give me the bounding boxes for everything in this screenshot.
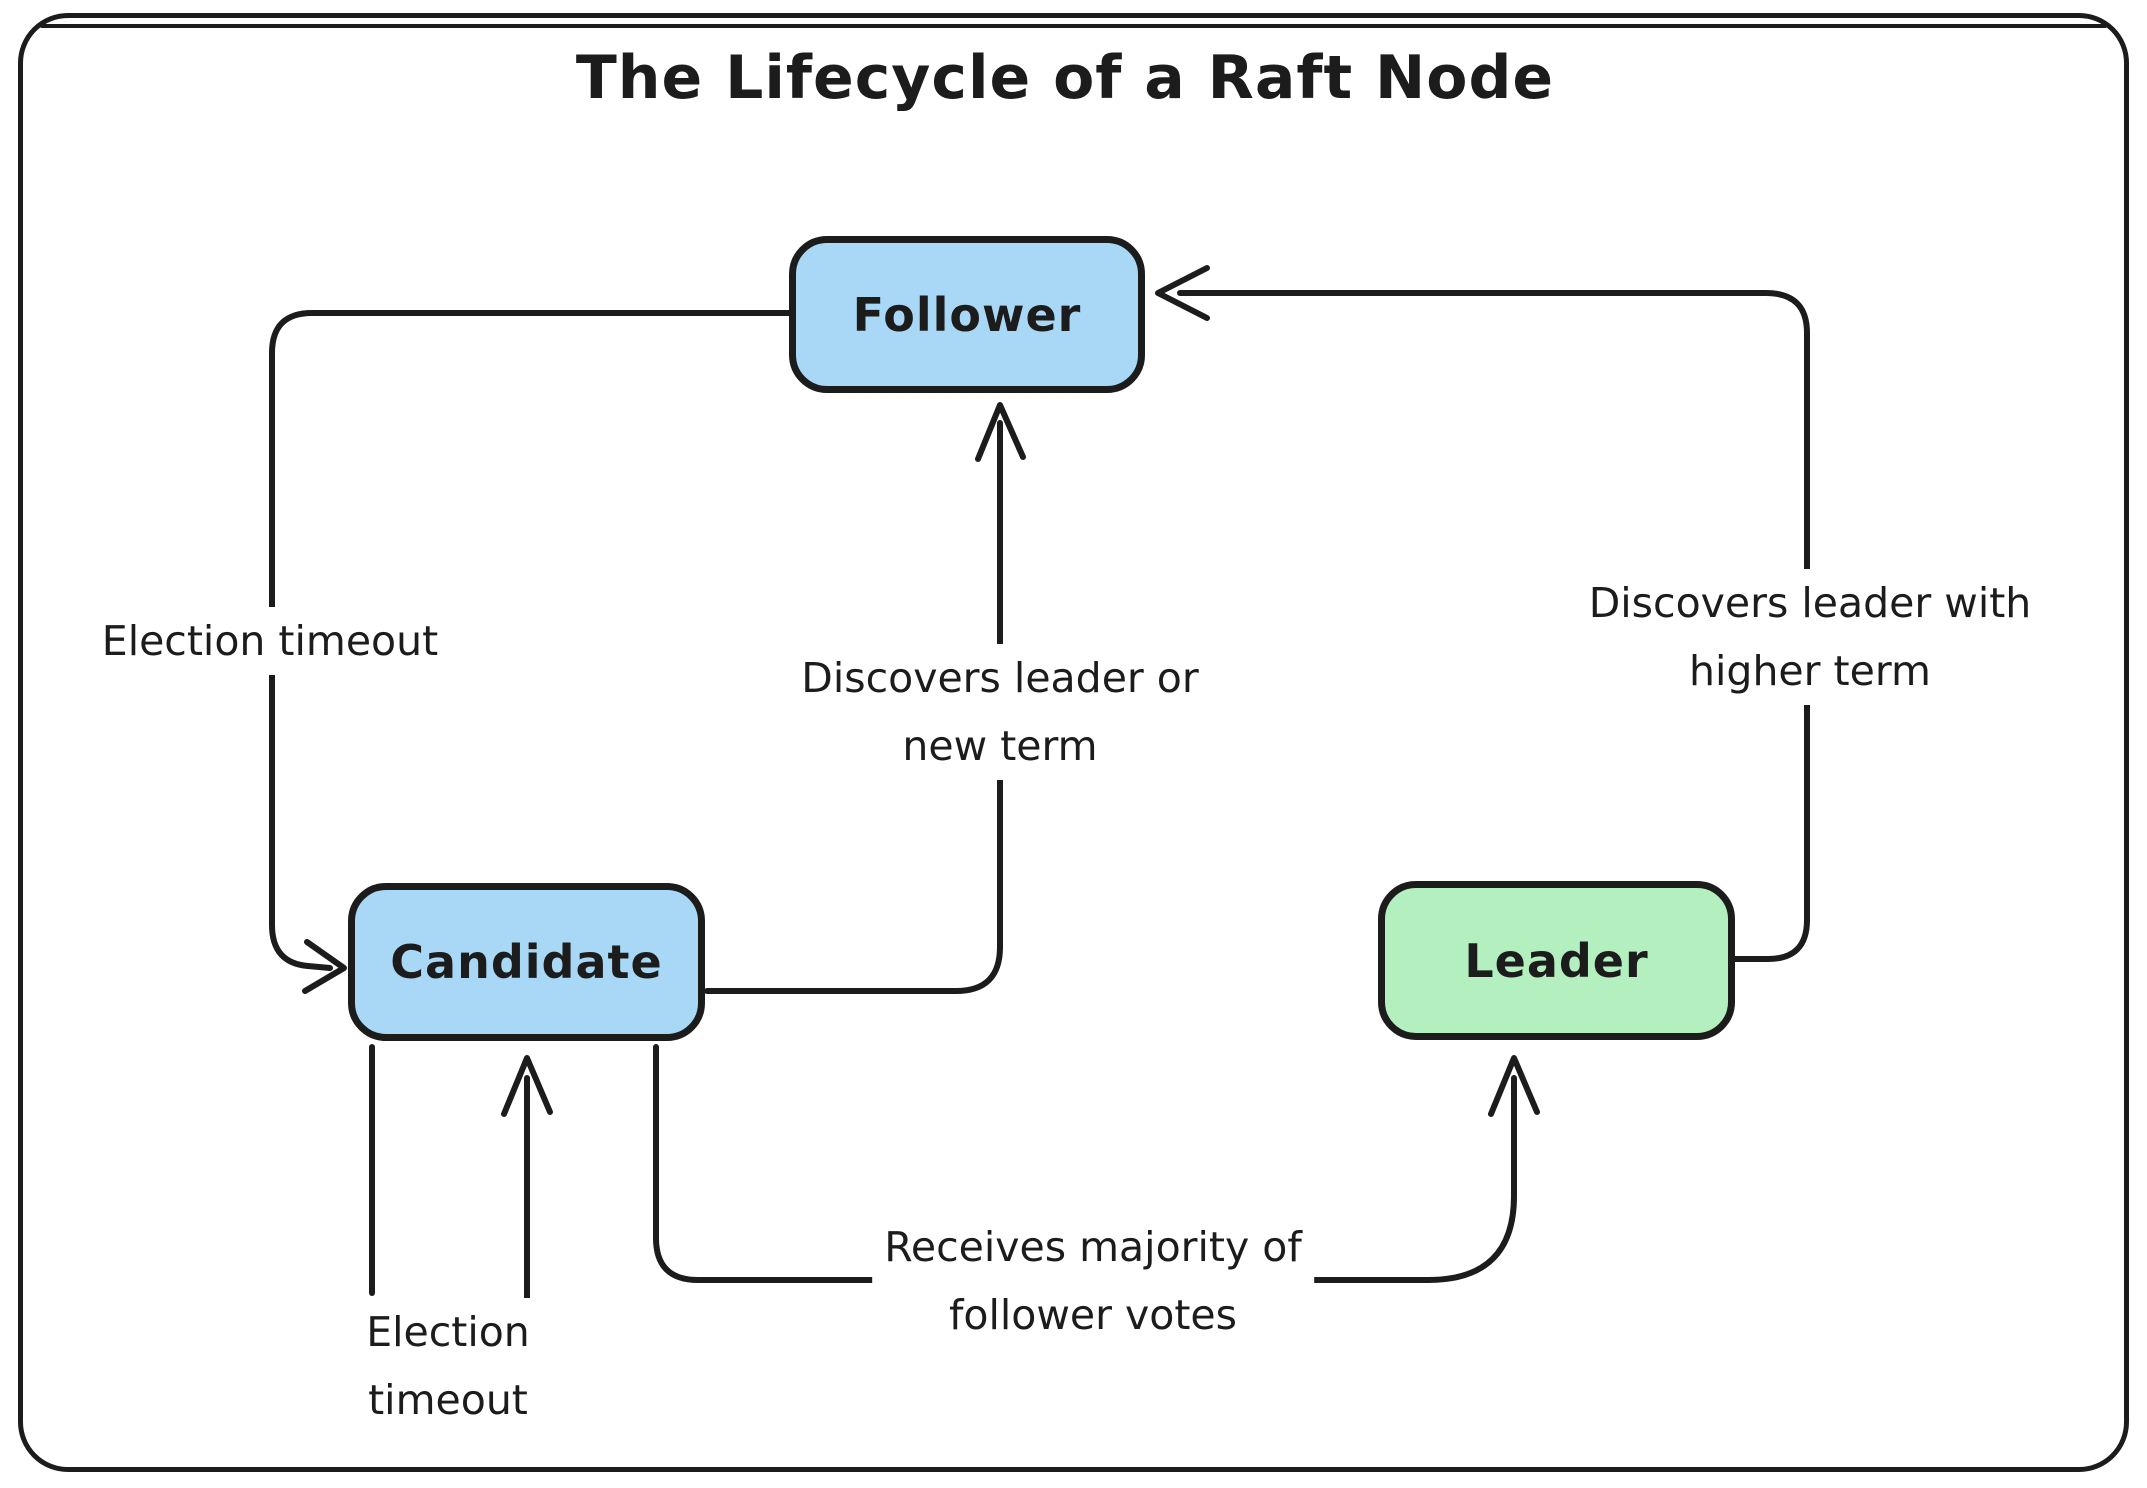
follower-label: Follower [852, 287, 1082, 342]
diagram-title: The Lifecycle of a Raft Node [575, 43, 1555, 113]
edge-label-line: Election timeout [101, 617, 439, 665]
state-node-follower: Follower [789, 236, 1145, 393]
arrowhead-into-follower-bottom [975, 402, 1026, 462]
arrowhead-into-follower-right [1155, 265, 1210, 321]
edge-label-election-timeout-left: Election timeout [89, 607, 451, 675]
diagram-frame [18, 13, 2129, 1472]
candidate-label: Candidate [390, 935, 663, 989]
edge-candidate-to-leader [653, 1044, 1517, 1283]
edge-label-election-timeout-bottom: Election timeout [354, 1298, 542, 1434]
edge-label-line: Election [366, 1308, 530, 1356]
arrowhead-into-candidate [302, 939, 347, 994]
leader-label: Leader [1464, 933, 1649, 988]
diagram-frame-top-stroke [40, 24, 2107, 28]
edge-label-receives-majority-votes: Receives majority of follower votes [872, 1213, 1314, 1349]
edge-label-line: Receives majority of [884, 1223, 1302, 1271]
state-node-leader: Leader [1378, 881, 1735, 1040]
edge-label-discovers-leader-or-new-term: Discovers leader or new term [789, 644, 1211, 780]
edge-label-line: Discovers leader or [801, 654, 1199, 702]
arrowhead-into-candidate-bottom [501, 1055, 553, 1117]
edge-label-line: Discovers leader with [1588, 579, 2032, 627]
edge-label-line: higher term [1689, 647, 1931, 695]
state-node-candidate: Candidate [348, 883, 705, 1041]
edge-label-discovers-leader-higher-term: Discovers leader with higher term [1576, 569, 2044, 705]
edge-label-line: new term [902, 722, 1098, 770]
arrowhead-into-leader-bottom [1488, 1055, 1540, 1117]
edge-candidate-to-follower [704, 420, 1003, 994]
edge-label-line: timeout [368, 1376, 528, 1424]
edge-label-line: follower votes [948, 1291, 1238, 1339]
